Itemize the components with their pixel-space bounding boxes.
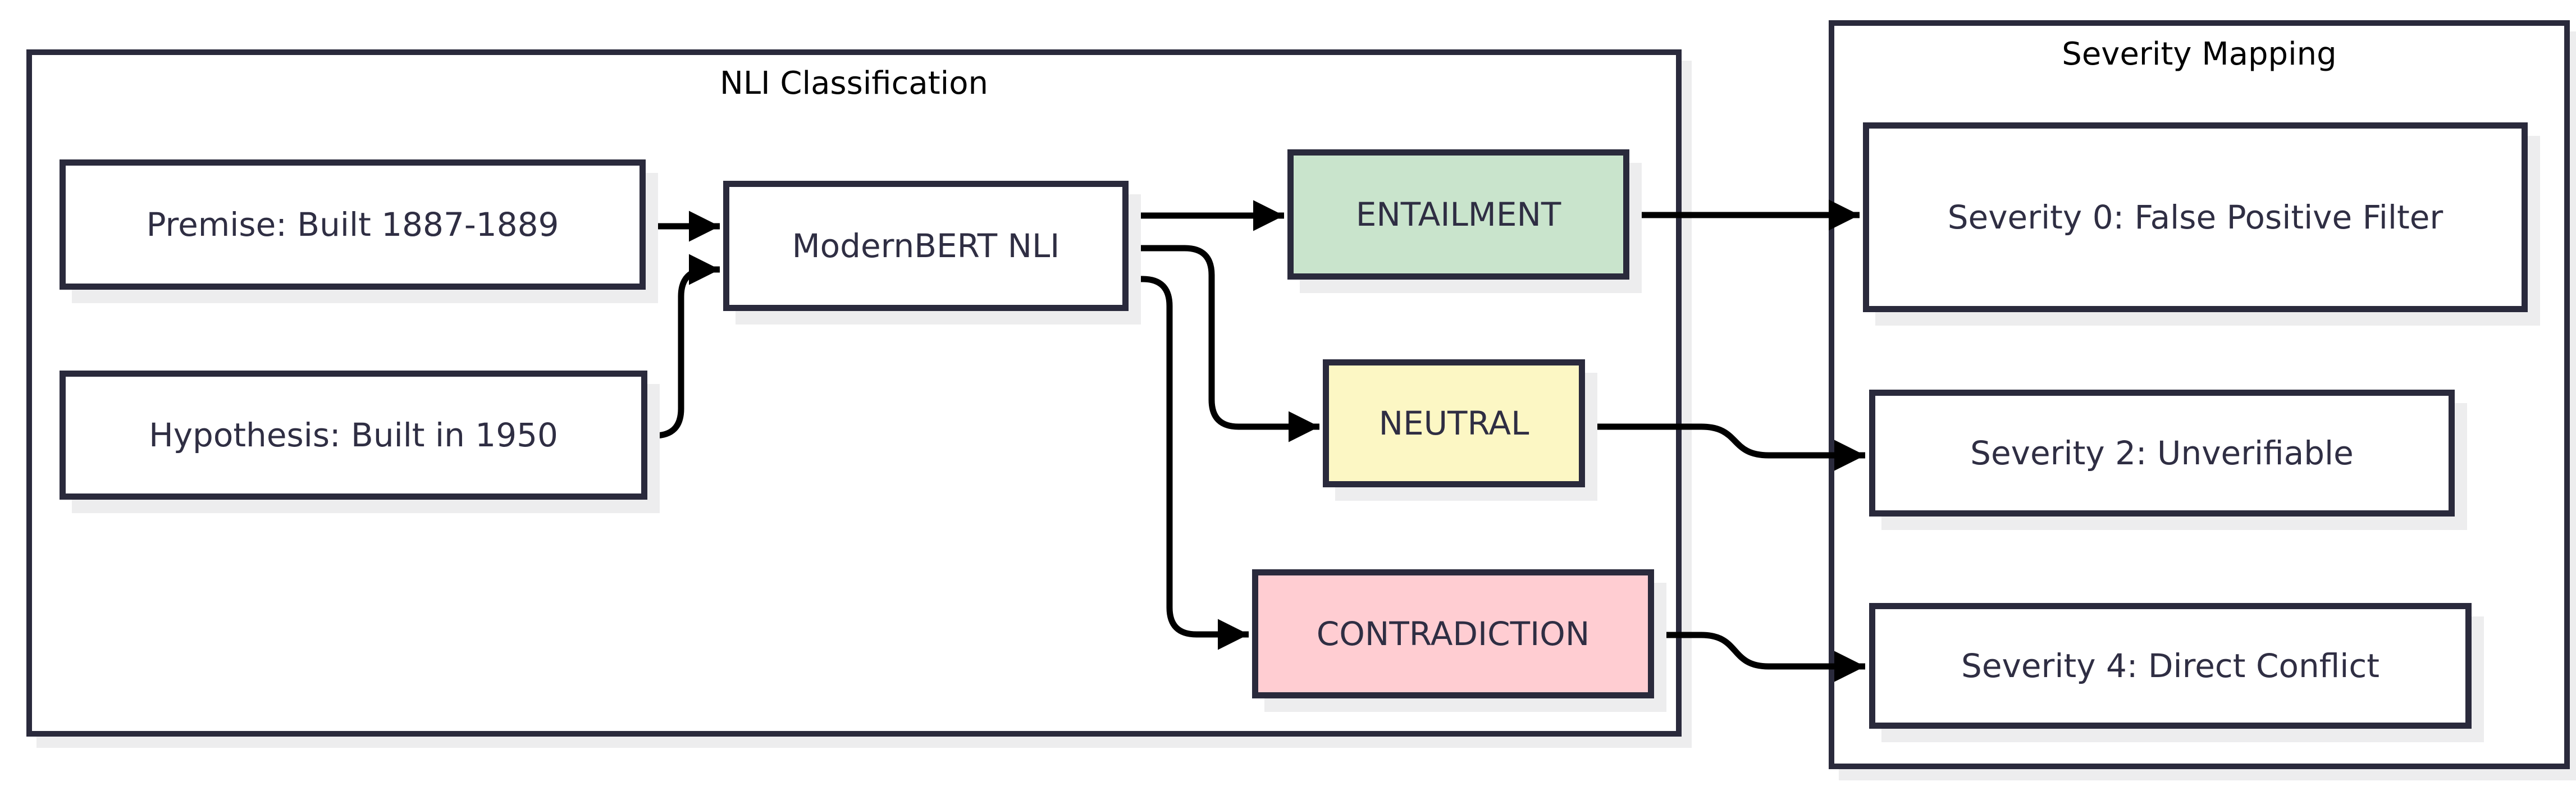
edge-neutral-to-sev2 bbox=[1585, 423, 1865, 471]
node-neutral-label: NEUTRAL bbox=[1378, 404, 1529, 442]
node-premise-label: Premise: Built 1887-1889 bbox=[146, 205, 559, 244]
edge-model-to-contradiction bbox=[1129, 276, 1249, 650]
node-contradiction: CONTRADICTION bbox=[1252, 569, 1654, 698]
edge-contradiction-to-sev4 bbox=[1654, 632, 1865, 682]
node-severity-4: Severity 4: Direct Conflict bbox=[1869, 603, 2472, 729]
node-severity-0-label: Severity 0: False Positive Filter bbox=[1947, 198, 2443, 236]
node-severity-4-label: Severity 4: Direct Conflict bbox=[1961, 646, 2379, 685]
container-nli-title: NLI Classification bbox=[720, 65, 988, 102]
node-contradiction-label: CONTRADICTION bbox=[1316, 614, 1590, 653]
node-severity-2-label: Severity 2: Unverifiable bbox=[1970, 433, 2354, 472]
node-hypothesis: Hypothesis: Built in 1950 bbox=[60, 371, 647, 500]
node-modernbert-nli-label: ModernBERT NLI bbox=[792, 226, 1060, 265]
node-entailment: ENTAILMENT bbox=[1287, 149, 1629, 280]
node-premise: Premise: Built 1887-1889 bbox=[60, 159, 646, 290]
node-modernbert-nli: ModernBERT NLI bbox=[723, 181, 1129, 311]
node-entailment-label: ENTAILMENT bbox=[1355, 195, 1561, 234]
container-severity-title: Severity Mapping bbox=[2062, 36, 2337, 72]
node-severity-2: Severity 2: Unverifiable bbox=[1869, 390, 2455, 517]
node-hypothesis-label: Hypothesis: Built in 1950 bbox=[149, 415, 558, 454]
node-neutral: NEUTRAL bbox=[1323, 359, 1585, 487]
node-severity-0: Severity 0: False Positive Filter bbox=[1863, 122, 2528, 312]
edge-model-to-neutral bbox=[1129, 245, 1319, 442]
edge-hypothesis-to-model bbox=[647, 254, 720, 439]
